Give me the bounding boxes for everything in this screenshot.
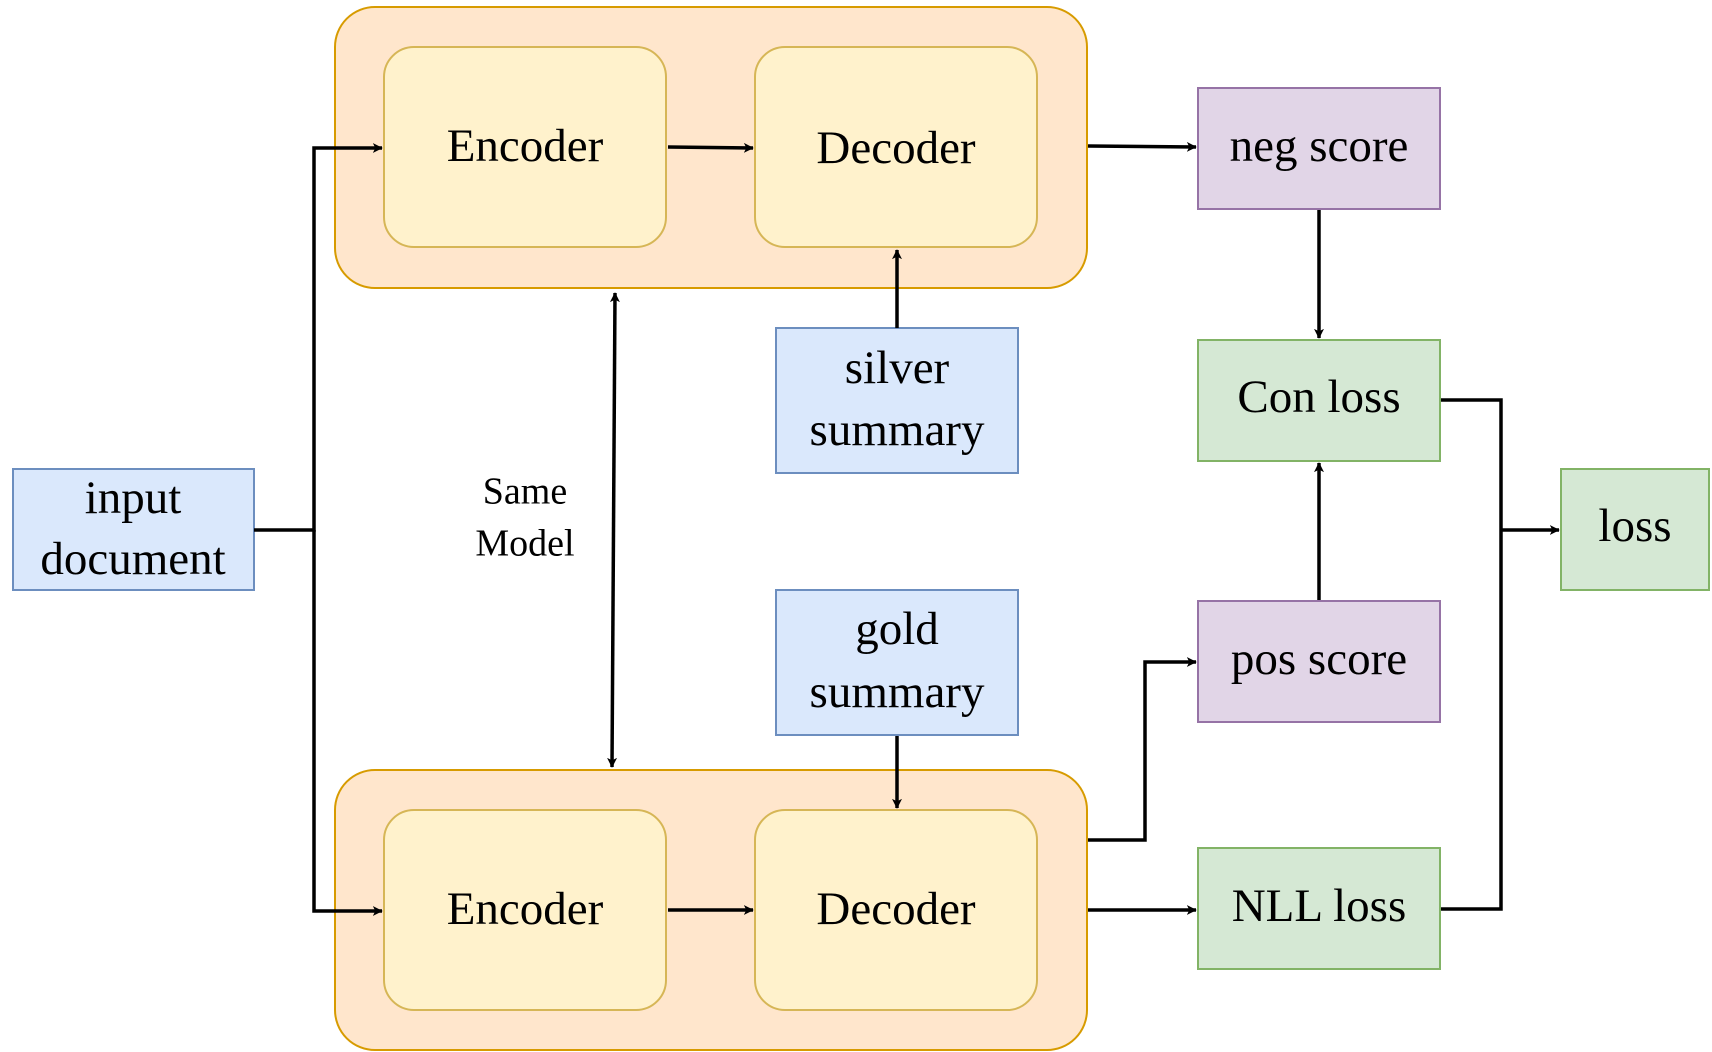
same-model-label-line1: Same xyxy=(483,471,567,513)
input-document-label-line1: input xyxy=(85,472,182,524)
con-loss-box xyxy=(1197,339,1441,462)
bottom-encoder-label: Encoder xyxy=(447,883,604,935)
bottom-decoder-block xyxy=(754,809,1038,1011)
bottom-decoder-label: Decoder xyxy=(816,883,976,935)
top-decoder-block xyxy=(754,46,1038,248)
edge-top-model-to-neg-score xyxy=(1087,141,1197,152)
nll-loss-box xyxy=(1197,847,1441,970)
gold-summary-label-line2: summary xyxy=(810,666,985,718)
same-model-label-line2: Model xyxy=(475,523,574,565)
edge-same-model-link xyxy=(607,292,620,768)
neg-score-box xyxy=(1197,87,1441,210)
pos-score-box xyxy=(1197,600,1441,723)
top-decoder-label: Decoder xyxy=(816,122,976,174)
edge-con-loss-to-loss xyxy=(1441,398,1503,911)
silver-summary-label-line2: summary xyxy=(810,404,985,456)
bottom-encoder-block xyxy=(383,809,667,1011)
edge-input-to-top-encoder xyxy=(254,143,383,532)
edge-bottom-model-to-pos-score xyxy=(1088,657,1197,842)
top-encoder-label: Encoder xyxy=(447,120,604,172)
nll-loss-label: NLL loss xyxy=(1232,880,1407,932)
top-encoder-block xyxy=(383,46,667,248)
edge-top-encoder-to-decoder xyxy=(667,142,754,153)
gold-summary-box xyxy=(775,589,1019,736)
gold-summary-label-line1: gold xyxy=(855,603,939,655)
loss-box xyxy=(1560,468,1710,591)
pos-score-label: pos score xyxy=(1231,633,1407,685)
edge-input-to-bottom-encoder xyxy=(312,530,383,916)
neg-score-label: neg score xyxy=(1230,120,1409,172)
input-document-label-line2: document xyxy=(40,533,225,585)
silver-summary-label-line1: silver xyxy=(845,342,950,394)
loss-label: loss xyxy=(1598,500,1671,552)
input-document-box xyxy=(12,468,255,591)
con-loss-label: Con loss xyxy=(1237,371,1400,423)
